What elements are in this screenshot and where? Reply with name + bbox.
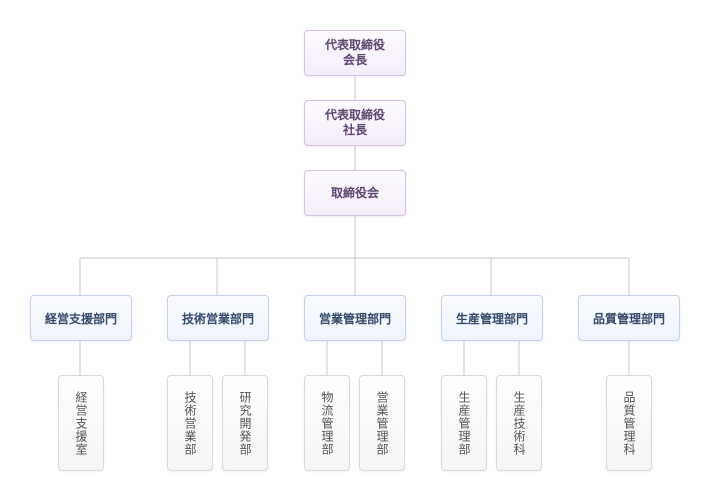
department-node-quality-management: 品質管理部門 [578, 295, 680, 341]
section-label: 営業管理部 [375, 390, 389, 456]
president-title-line1: 代表取締役 [324, 108, 385, 122]
section-node-quality-management: 品質管理科 [606, 375, 652, 471]
department-node-management-support: 経営支援部門 [30, 295, 132, 341]
section-node-management-support-office: 経営支援室 [58, 375, 104, 471]
section-label: 品質管理科 [622, 390, 636, 456]
section-node-technical-sales: 技術営業部 [167, 375, 213, 471]
department-node-production-management: 生産管理部門 [441, 295, 543, 341]
board-node: 取締役会 [304, 170, 406, 216]
section-node-production-management: 生産管理部 [441, 375, 487, 471]
section-node-logistics-management: 物流管理部 [304, 375, 350, 471]
section-label: 技術営業部 [183, 390, 197, 456]
section-label: 生産管理部 [457, 390, 471, 456]
department-label: 経営支援部門 [44, 311, 117, 326]
chairman-title-line2: 会長 [342, 53, 367, 67]
section-node-research-development: 研究開発部 [222, 375, 268, 471]
section-label: 経営支援室 [74, 390, 88, 456]
chairman-node: 代表取締役 会長 [304, 30, 406, 76]
section-label: 研究開発部 [238, 390, 252, 456]
department-label: 生産管理部門 [455, 311, 528, 326]
department-node-sales-management: 営業管理部門 [304, 295, 406, 341]
board-label: 取締役会 [330, 185, 379, 200]
president-title-line2: 社長 [342, 123, 367, 137]
section-node-sales-management: 営業管理部 [359, 375, 405, 471]
chairman-title-line1: 代表取締役 [324, 38, 385, 52]
department-label: 技術営業部門 [181, 311, 254, 326]
section-node-production-engineering: 生産技術科 [496, 375, 542, 471]
department-label: 品質管理部門 [592, 311, 665, 326]
section-label: 物流管理部 [320, 390, 334, 456]
department-label: 営業管理部門 [318, 311, 391, 326]
department-node-technical-sales: 技術営業部門 [167, 295, 269, 341]
section-label: 生産技術科 [512, 390, 526, 456]
president-node: 代表取締役 社長 [304, 100, 406, 146]
